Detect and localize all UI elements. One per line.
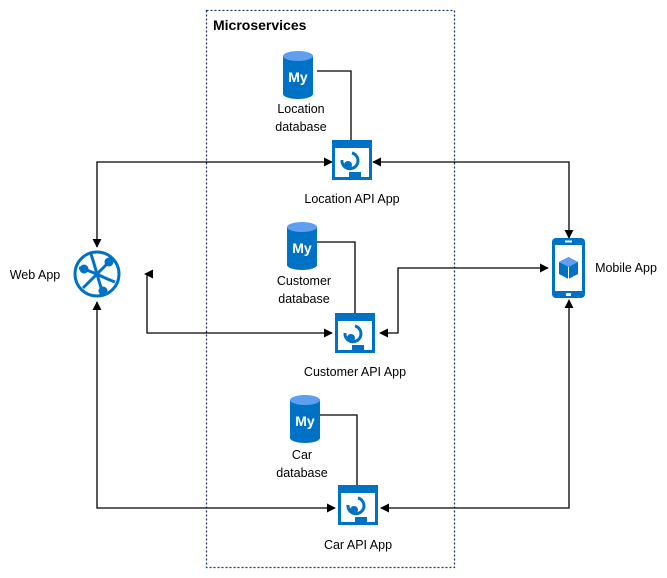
car-database-label-line2: database <box>276 466 328 480</box>
arrow-webapp-location-api <box>92 157 333 248</box>
arrow-mobile-location-api <box>372 157 574 239</box>
location-database-icon: My <box>283 51 313 99</box>
arrow-mobile-car-api <box>380 299 574 513</box>
location-database-label: Location database <box>258 100 344 136</box>
customer-database-label: Customer database <box>258 272 350 308</box>
microservices-group-box <box>205 9 456 569</box>
car-database-icon-text: My <box>295 413 315 429</box>
location-api-app-icon <box>332 140 372 180</box>
car-api-app-label: Car API App <box>323 538 393 552</box>
web-app-globe-icon <box>73 250 121 298</box>
arrow-webapp-car-api <box>92 301 336 513</box>
car-database-label: Car database <box>262 446 342 482</box>
customer-database-icon-text: My <box>292 240 312 256</box>
location-database-label-line1: Location <box>277 102 325 116</box>
arrow-mobile-customer-api <box>379 263 549 338</box>
customer-database-label-line1: Customer <box>276 274 332 288</box>
connector-location-db-to-api <box>317 70 352 140</box>
location-api-app-label: Location API App <box>304 192 400 206</box>
location-database-icon-text: My <box>288 69 308 85</box>
customer-database-icon: My <box>287 222 317 270</box>
location-database-label-line2: database <box>275 120 327 134</box>
customer-api-app-label: Customer API App <box>303 365 407 379</box>
customer-api-app-icon <box>335 313 375 353</box>
mobile-app-label: Mobile App <box>595 261 657 275</box>
car-database-label-line1: Car <box>291 448 313 462</box>
microservices-group-title: Microservices <box>213 17 307 33</box>
car-api-app-icon <box>338 485 378 525</box>
customer-database-label-line2: database <box>278 292 330 306</box>
mobile-app-icon <box>552 238 585 298</box>
car-database-icon: My <box>290 395 320 443</box>
web-app-label: Web App <box>9 268 61 282</box>
